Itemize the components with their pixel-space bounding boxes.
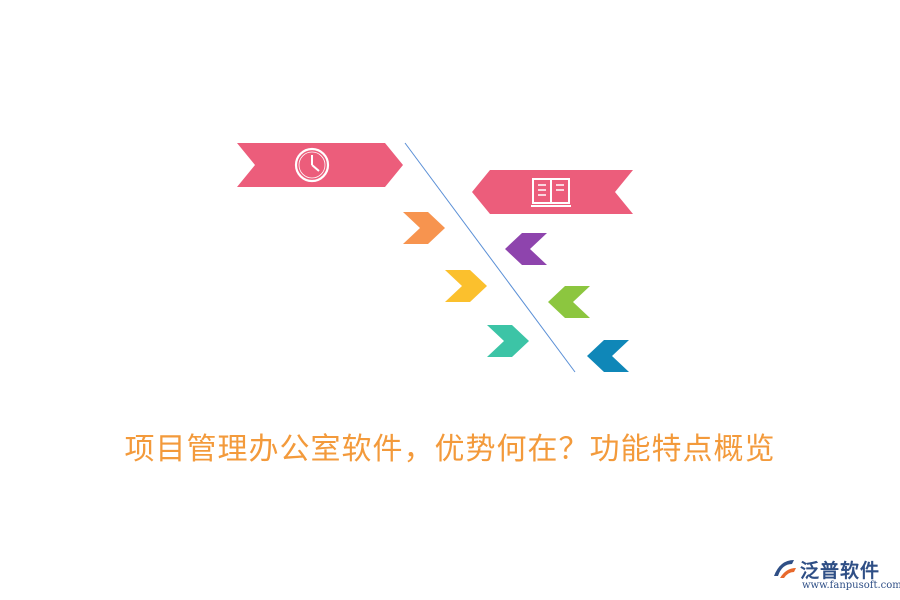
chevron-orange (403, 212, 445, 244)
chevron-yellow (445, 270, 487, 302)
chevron-blue (587, 340, 629, 372)
page-title: 项目管理办公室软件，优势何在？功能特点概览 (124, 432, 776, 467)
chevron-teal (487, 325, 529, 357)
right-banner (472, 170, 633, 214)
chevron-green (548, 286, 590, 318)
book-icon (531, 178, 571, 207)
left-banner (237, 143, 403, 187)
clock-icon (294, 147, 330, 183)
brand-name: 泛普软件 (800, 560, 881, 582)
brand-mark-icon (774, 560, 796, 578)
spine-line (404, 142, 576, 373)
chevron-purple (505, 233, 547, 265)
brand-url: www.fanpusoft.com (802, 580, 900, 591)
brand-logo: 泛普软件 www.fanpusoft.com (770, 556, 900, 596)
